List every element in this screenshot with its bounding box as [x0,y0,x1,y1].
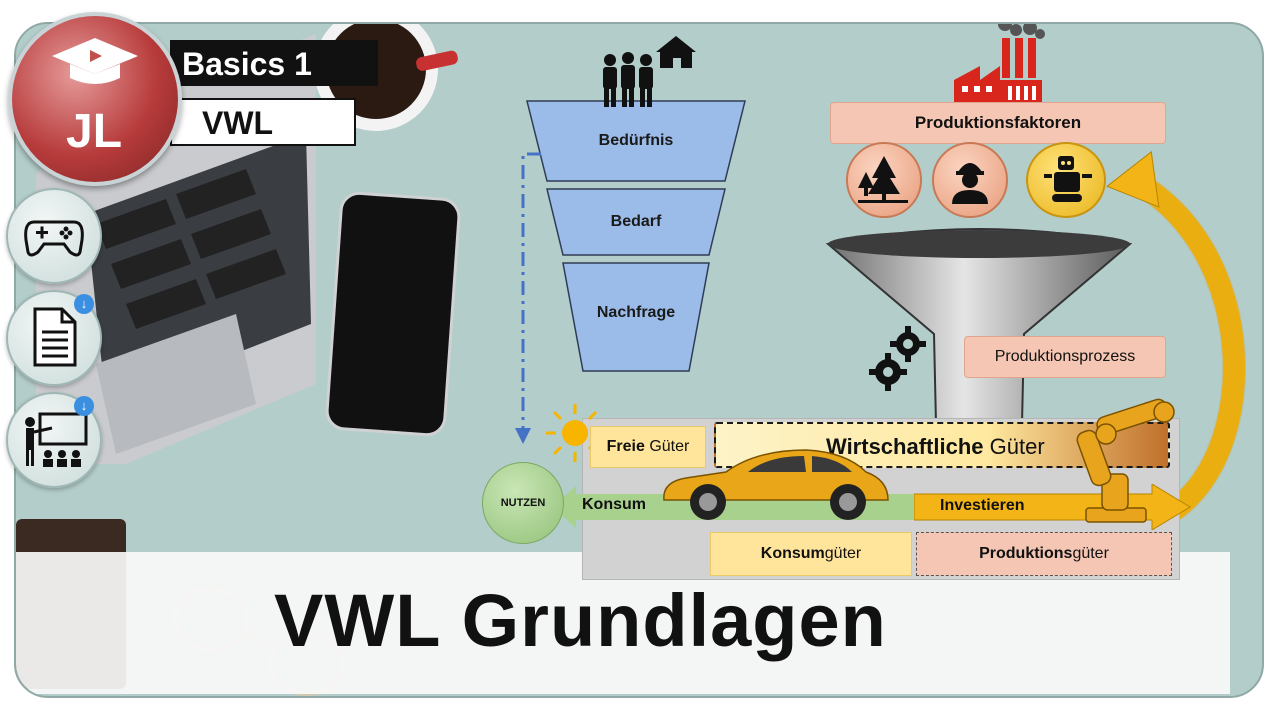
sidebar-game-button[interactable] [6,188,102,284]
utility-circle: NUTZEN [482,462,564,544]
free-goods-label-rest: Güter [644,438,690,455]
consumer-goods-box: Konsumgüter [710,532,912,576]
main-title: VWL Grundlagen [274,579,887,662]
economic-goods-label-rest: Güter [983,434,1045,459]
car-illustration [663,449,889,520]
funnel-label: Bedarf [610,213,662,230]
subject-label-box: VWL [170,98,356,146]
funnel-stage-bedarf: Bedarf [546,188,726,256]
people-house-icon [603,36,696,107]
presentation-icon [25,412,88,467]
sidebar-document-button[interactable]: ↓ [6,290,102,386]
production-goods-label-strong: Produktions [979,545,1073,562]
download-icon: ↓ [74,294,94,314]
funnel-stage-beduerfnis: Bedürfnis [526,100,746,182]
funnel-label: Bedürfnis [598,132,674,149]
robot-arm-illustration [1076,398,1175,523]
smartphone [325,191,461,437]
funnel-label: Nachfrage [596,304,676,321]
consumer-goods-label-strong: Konsum [760,545,825,562]
production-goods-label-rest: güter [1072,545,1109,562]
factor-labour [932,142,1008,218]
production-funnel [825,228,1133,425]
free-goods-label-strong: Freie [606,438,645,455]
factory-icon [954,24,1045,102]
factor-capital [1026,142,1106,218]
series-label: Basics 1 [182,46,312,82]
worker-icon [952,163,988,204]
sidebar-presentation-button[interactable]: ↓ [6,392,102,488]
channel-logo[interactable]: JL [8,12,182,186]
production-factors-label: Produktionsfaktoren [830,102,1166,144]
funnel-stage-nachfrage: Nachfrage [562,262,710,372]
consumption-label: Konsum [582,496,646,513]
investment-label: Investieren [940,497,1025,514]
graduation-cap-icon [52,38,138,84]
demand-arrow [515,152,541,444]
gears-icon [869,326,926,391]
nature-icon [858,156,908,203]
series-label-box: Basics 1 [170,40,378,86]
robot-icon [1044,156,1092,202]
production-goods-box: Produktionsgüter [916,532,1172,576]
document-icon [33,307,77,367]
free-goods-box: Freie Güter [590,426,706,468]
logo-initials: JL [66,105,123,158]
subject-label: VWL [202,105,274,141]
economic-goods-label-strong: Wirtschaftliche [826,434,984,459]
gamepad-icon [24,220,84,257]
consumer-goods-label-rest: güter [824,545,862,562]
factor-nature [846,142,922,218]
download-icon: ↓ [74,396,94,416]
production-process-label: Produktionsprozess [964,336,1166,378]
